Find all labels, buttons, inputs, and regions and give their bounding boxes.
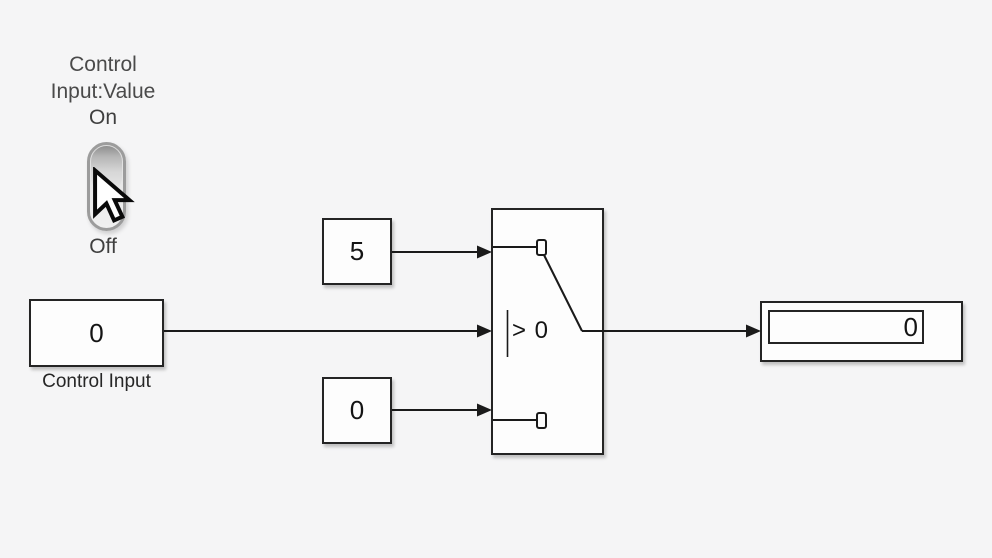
toggle-switch-label: Control Input:Value [23,51,183,105]
constant-block-lower[interactable]: 0 [322,377,392,444]
constant-value: 5 [349,236,365,266]
arrowhead-icon [477,403,492,417]
toggle-switch[interactable] [87,142,126,231]
toggle-on-label: On [88,106,117,129]
toggle-off-label: Off [89,235,117,258]
display-block[interactable]: 0 [760,301,963,362]
arrowhead-icon [477,324,492,338]
toggle-knob[interactable] [91,146,122,193]
toggle-switch-label-line1: Control [69,53,137,76]
toggle-switch-label-line2: Input:Value [50,80,156,103]
arrowhead-icon [477,245,492,259]
constant-block-control-input[interactable]: 0 [29,299,164,367]
constant-block-upper[interactable]: 5 [322,218,392,285]
switch-threshold-label: > 0 [512,317,550,344]
control-input-block-label: Control Input [42,371,151,392]
constant-value: 0 [89,317,104,348]
display-value: 0 [903,311,918,342]
display-value-field: 0 [768,310,924,344]
arrowhead-icon [746,324,761,338]
constant-value: 0 [349,395,365,425]
